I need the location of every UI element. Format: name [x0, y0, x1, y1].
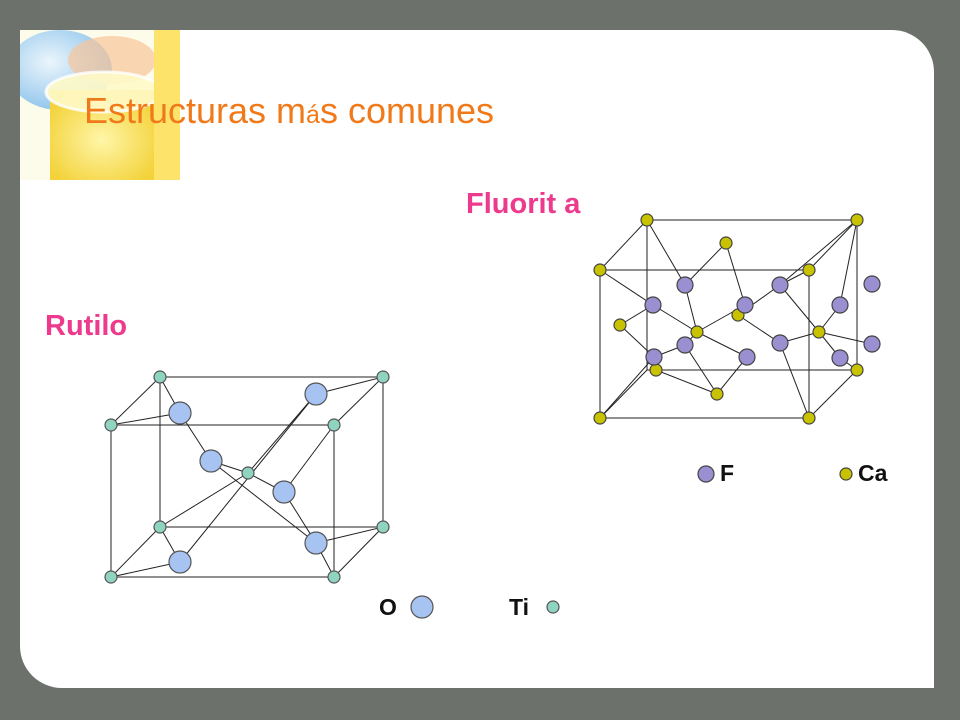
beaker-decoration: [20, 30, 180, 180]
legend-f-atom: [697, 465, 715, 483]
legend-o-atom: [410, 595, 434, 619]
legend-ca-label: Ca: [858, 460, 888, 486]
fluorita-atoms: [593, 213, 881, 425]
legend-f-label: F: [720, 460, 735, 486]
crystal-structures: [104, 213, 881, 619]
rutilo-atoms: [104, 370, 390, 584]
legend-ti-label: Ti: [509, 594, 530, 620]
slide: Estructuras más comunes Fluorit a Rutilo: [20, 30, 934, 688]
legend-ti-atom: [546, 600, 560, 614]
rutilo-label: Rutilo: [45, 310, 128, 342]
slide-title: Estructuras más comunes: [84, 90, 495, 131]
legend-ca-atom: [839, 467, 853, 481]
legend-o-label: O: [379, 594, 397, 620]
fluorita-label: Fluorit a: [466, 188, 581, 220]
